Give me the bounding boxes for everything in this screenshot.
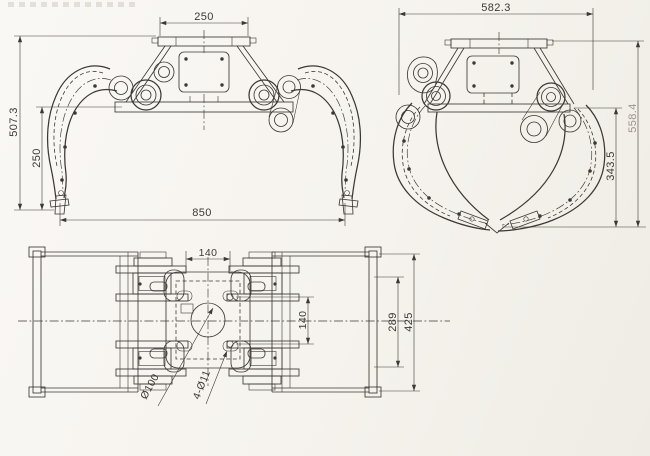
plan-hinge-top-left [115, 251, 193, 302]
side-jaw-height-label: 343.5 [605, 151, 617, 181]
front-top-plate [151, 30, 257, 53]
front-dim-overall-height: 507.3 [8, 35, 156, 211]
bolt-hole [226, 293, 234, 301]
front-dim-jaw-height: 250 [31, 106, 122, 210]
front-dim-top-width: 250 [159, 11, 249, 36]
side-overall-height-label: 558.4 [627, 103, 639, 133]
bolt-hole [226, 340, 234, 348]
plan-lug-spacing-label: 140 [199, 247, 218, 259]
front-view: 250 507.3 250 850 [8, 11, 361, 226]
front-opening-width-label: 850 [192, 207, 212, 219]
side-cover-plate [466, 55, 520, 94]
scan-artifact [8, 2, 138, 7]
front-top-width-label: 250 [194, 11, 214, 23]
plan-hinge-top-right [222, 251, 300, 302]
front-right-arm [290, 65, 361, 215]
side-body [423, 47, 575, 113]
side-view: 582.3 558.4 343.5 [392, 2, 646, 234]
front-dim-opening-width: 850 [59, 203, 346, 226]
side-overall-width-label: 582.3 [481, 2, 511, 14]
front-pivot-bosses [108, 61, 301, 133]
side-dim-overall-height: 558.4 [502, 40, 646, 228]
plan-dim-lug-spacing: 140 [185, 247, 231, 271]
plan-dim-mount-span: 289 [374, 276, 404, 368]
plan-dim-hole-spacing: 140 [236, 296, 314, 345]
plan-dim-body-width: 425 [379, 253, 420, 392]
side-right-arm [484, 104, 606, 234]
side-dim-overall-width: 582.3 [398, 2, 594, 95]
side-top-plate [444, 32, 554, 54]
front-jaw-height-label: 250 [31, 148, 43, 168]
plan-view: 140 140 289 425 Ø100 [18, 246, 450, 407]
side-dim-jaw-height: 343.5 [574, 107, 622, 227]
plan-mount-span-label: 289 [387, 312, 399, 332]
plan-right-shell [271, 246, 382, 398]
plan-hinge-bottom-right [222, 340, 300, 391]
front-overall-height-label: 507.3 [8, 107, 20, 137]
side-left-arm [392, 102, 491, 231]
plan-left-shell [28, 246, 139, 398]
front-cover-plate [178, 51, 230, 93]
front-left-arm [47, 65, 118, 215]
front-body [114, 45, 294, 130]
plan-body-width-label: 425 [403, 312, 415, 332]
plan-center-body [149, 257, 266, 386]
plan-hole-spacing-label: 140 [297, 311, 309, 330]
bolt-holes-label: 4-Ø11 [191, 368, 214, 401]
